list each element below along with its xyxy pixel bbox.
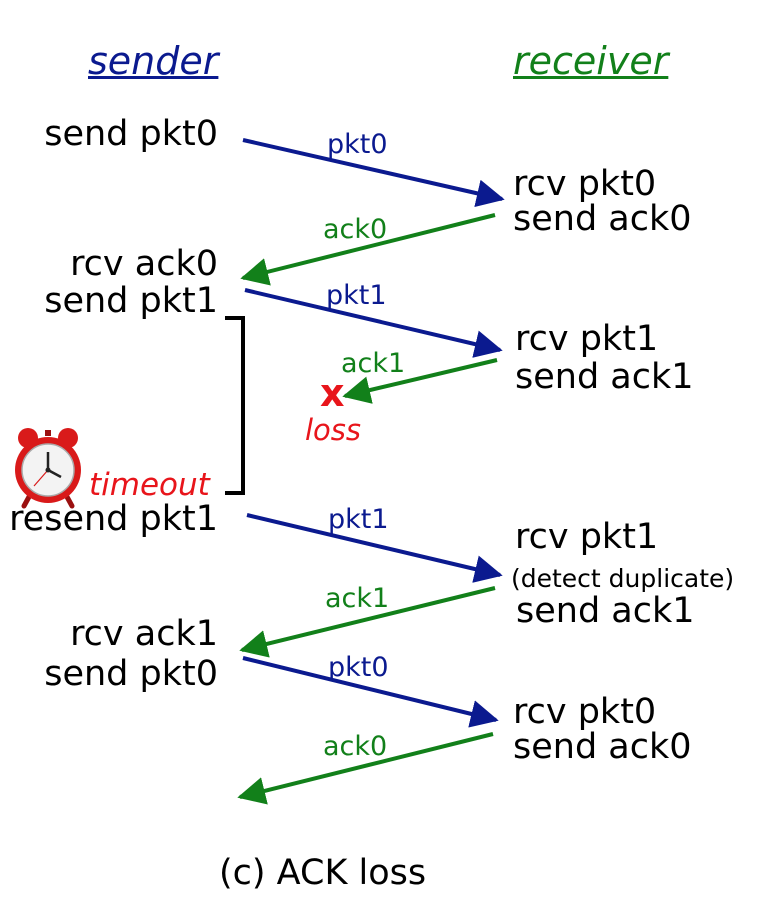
diagram-caption: (c) ACK loss xyxy=(219,853,427,893)
message-label-ack0-2: ack0 xyxy=(323,731,388,762)
arrow-pkt0-1 xyxy=(242,138,505,208)
message-label-pkt0-1: pkt0 xyxy=(327,129,388,160)
message-label-pkt0-2: pkt0 xyxy=(328,652,389,683)
message-label-pkt1-2: pkt1 xyxy=(328,504,389,535)
arrow-ack1-2 xyxy=(239,586,496,658)
sender-event-send-pkt0-2: send pkt0 xyxy=(44,654,218,694)
sender-event-send-pkt0: send pkt0 xyxy=(44,114,218,154)
message-label-pkt1-1: pkt1 xyxy=(326,280,387,311)
timeout-bracket xyxy=(225,316,245,495)
arrow-ack0-1 xyxy=(240,213,496,286)
loss-label: loss xyxy=(305,413,362,447)
receiver-event-send-ack1-2: send ack1 xyxy=(516,591,695,631)
alarm-clock-icon xyxy=(15,428,81,509)
receiver-event-send-ack0: send ack0 xyxy=(513,199,692,239)
sender-event-rcv-ack0: rcv ack0 xyxy=(70,244,218,284)
message-label-ack0-1: ack0 xyxy=(323,214,388,245)
arrow-ack0-2 xyxy=(237,732,494,805)
receiver-header: receiver xyxy=(513,39,669,83)
arrow-pkt0-2 xyxy=(242,656,499,728)
receiver-event-rcv-pkt0-2: rcv pkt0 xyxy=(513,692,657,732)
timeout-label: timeout xyxy=(89,467,210,503)
receiver-event-rcv-pkt1: rcv pkt1 xyxy=(515,319,659,359)
receiver-event-send-ack0-2: send ack0 xyxy=(513,727,692,767)
receiver-event-rcv-pkt0: rcv pkt0 xyxy=(513,164,657,204)
message-label-ack1-2: ack1 xyxy=(325,583,390,614)
message-label-ack1-lost: ack1 xyxy=(341,348,406,379)
arrow-pkt1-2 xyxy=(246,513,503,583)
receiver-event-detect-duplicate: (detect duplicate) xyxy=(511,564,735,593)
sender-event-rcv-ack1: rcv ack1 xyxy=(70,614,218,654)
arrow-ack1-lost xyxy=(342,358,498,404)
loss-x-icon: x xyxy=(320,371,345,415)
sender-event-resend-pkt1: resend pkt1 xyxy=(9,499,218,539)
receiver-event-send-ack1: send ack1 xyxy=(515,357,694,397)
sender-header: sender xyxy=(88,39,219,83)
receiver-event-rcv-pkt1-dup: rcv pkt1 xyxy=(515,517,659,557)
arrow-pkt1-1 xyxy=(244,288,503,358)
sender-event-send-pkt1: send pkt1 xyxy=(44,281,218,321)
